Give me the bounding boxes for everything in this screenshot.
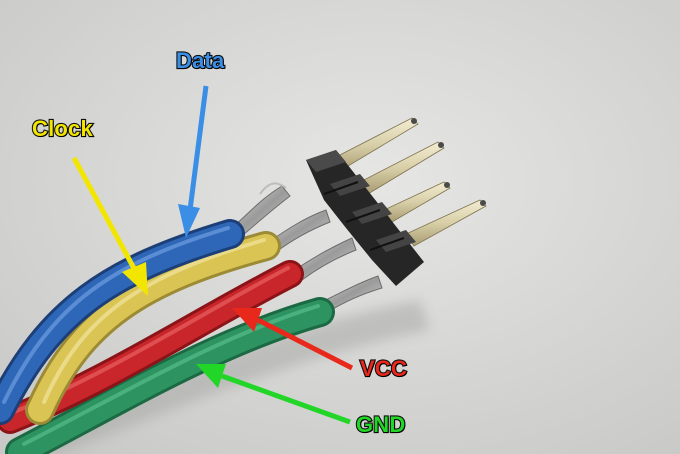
- pin-tips: [411, 118, 486, 206]
- data-label: Data: [175, 47, 225, 74]
- data-arrow: [178, 85, 209, 238]
- gnd-arrow: [196, 364, 351, 425]
- annotation-arrows: [71, 85, 354, 425]
- vcc-arrow: [232, 308, 354, 371]
- header-block: [306, 150, 424, 286]
- wire-bundle: [0, 219, 335, 454]
- vcc-label: VCC: [359, 355, 408, 382]
- gnd-label: GND: [355, 411, 406, 438]
- clock-arrow: [71, 156, 148, 296]
- clock-label: Clock: [31, 115, 94, 142]
- solder-joints: [231, 182, 383, 313]
